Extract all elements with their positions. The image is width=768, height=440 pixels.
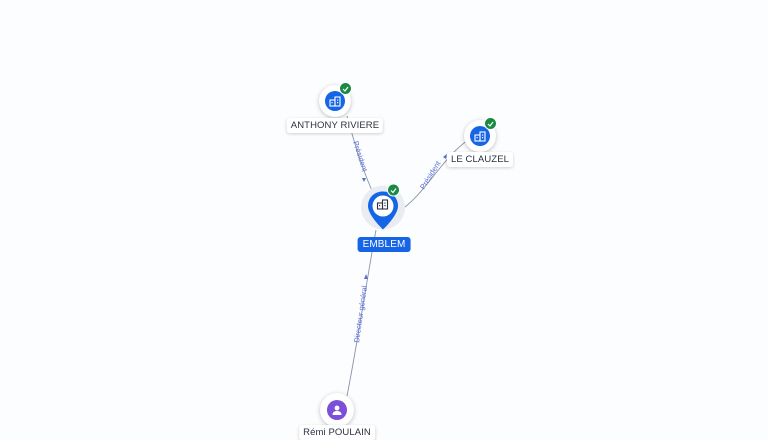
edge-arrow	[362, 178, 366, 182]
map-pin-icon	[361, 185, 405, 230]
person-icon	[327, 400, 347, 420]
verified-check-icon	[339, 82, 352, 95]
node-label-le-clauzel[interactable]: LE CLAUZEL	[446, 152, 514, 167]
node-le-clauzel[interactable]	[464, 117, 497, 152]
edge-emblem-to-clauzel	[397, 139, 469, 213]
edge-label-emblem-clauzel: Président	[418, 159, 443, 191]
verified-check-icon	[484, 117, 497, 130]
node-label-anthony-riviere[interactable]: ANTHONY RIVIERE	[286, 118, 384, 133]
node-label-remi-poulain[interactable]: Rémi POULAIN	[299, 425, 375, 440]
node-anthony-riviere[interactable]	[319, 82, 352, 117]
building-icon	[325, 91, 345, 111]
node-emblem[interactable]	[359, 183, 407, 243]
edge-arrow	[443, 154, 447, 159]
edge-label-anthony-emblem: Président	[351, 140, 370, 174]
verified-check-icon	[387, 183, 400, 197]
edge-label-remi-emblem: Directeur général	[352, 285, 369, 344]
building-icon	[470, 126, 490, 146]
node-label-emblem[interactable]: EMBLEM	[357, 237, 411, 252]
edge-arrow	[364, 274, 368, 279]
node-remi-poulain[interactable]	[320, 393, 354, 427]
